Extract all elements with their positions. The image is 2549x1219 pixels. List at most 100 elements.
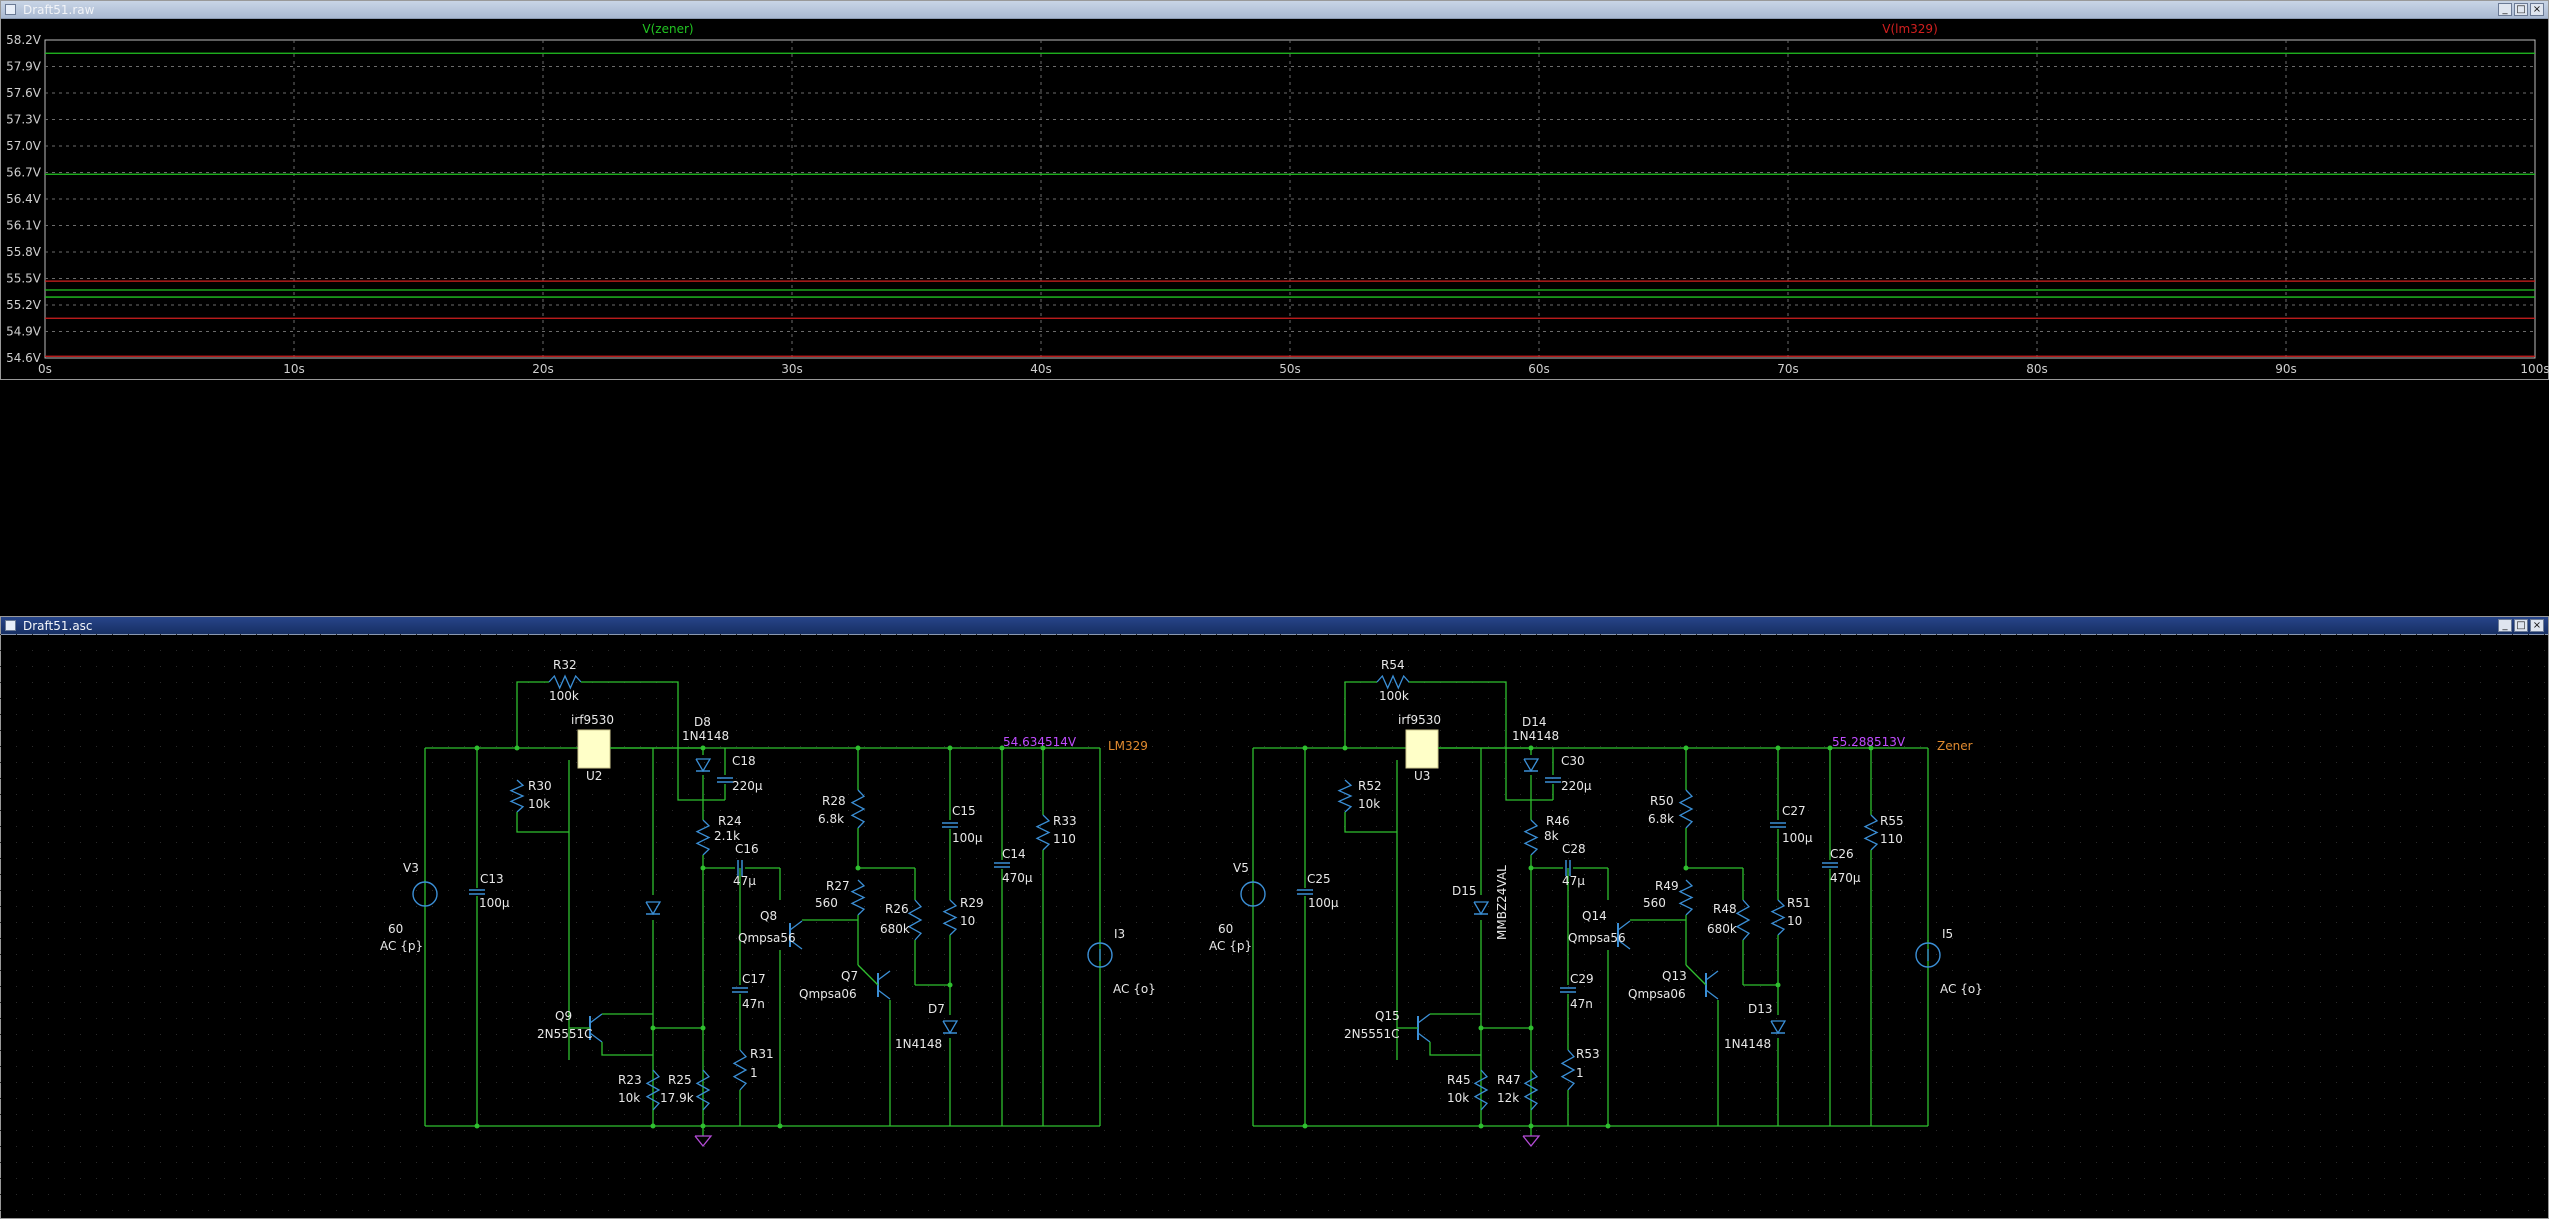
junction xyxy=(474,745,480,751)
y-tick-label: 57.3V xyxy=(6,113,42,127)
component-label: 47n xyxy=(1570,997,1593,1011)
transistor-symbol xyxy=(1617,920,1631,931)
component-label: R31 xyxy=(750,1047,774,1061)
junction xyxy=(474,1123,480,1129)
y-tick-label: 57.0V xyxy=(6,139,42,153)
component-label: 6.8k xyxy=(1648,812,1674,826)
junction xyxy=(999,745,1005,751)
close-button[interactable]: × xyxy=(2530,3,2544,16)
resistor-symbol xyxy=(1678,879,1694,916)
component-label: 470µ xyxy=(1002,871,1033,885)
component-label: R50 xyxy=(1650,794,1674,808)
legend-Vlm329: V(lm329) xyxy=(1882,22,1938,36)
component-label: AC {o} xyxy=(1940,982,1983,996)
component-label: Q9 xyxy=(555,1009,572,1023)
maximize-button[interactable]: □ xyxy=(2514,3,2528,16)
component-label: 10 xyxy=(960,914,975,928)
junction xyxy=(1478,1025,1484,1031)
wire xyxy=(1344,681,1377,748)
schematic-titlebar[interactable]: Draft51.asc _ □ × xyxy=(1,617,2548,635)
resistor-symbol xyxy=(1376,674,1410,690)
net-name-label: Zener xyxy=(1937,739,1973,753)
component-label: R51 xyxy=(1787,896,1811,910)
transistor-symbol xyxy=(1705,970,1719,981)
component-label: R49 xyxy=(1655,879,1679,893)
ic-package xyxy=(577,729,611,769)
y-tick-label: 58.2V xyxy=(6,33,42,47)
diode-symbol xyxy=(1473,901,1490,916)
component-label: U2 xyxy=(586,769,602,783)
x-tick-label: 70s xyxy=(1777,362,1799,376)
resistor-symbol xyxy=(850,879,866,916)
y-tick-label: 55.8V xyxy=(6,245,42,259)
junction xyxy=(1342,745,1348,751)
waveform-titlebar[interactable]: Draft51.raw _ □ × xyxy=(1,1,2548,19)
component-label: 12k xyxy=(1497,1091,1519,1105)
junction xyxy=(1478,1123,1484,1129)
ground-symbol xyxy=(1522,1135,1541,1148)
component-label: R45 xyxy=(1447,1073,1471,1087)
junction xyxy=(1302,745,1308,751)
minimize-button[interactable]: _ xyxy=(2498,3,2512,16)
component-label: Q15 xyxy=(1375,1009,1400,1023)
component-label: 2N5551C xyxy=(1344,1027,1400,1041)
component-label: Qmpsa06 xyxy=(1628,987,1686,1001)
component-label: AC {p} xyxy=(1209,939,1252,953)
component-label: R27 xyxy=(826,879,850,893)
close-button[interactable]: × xyxy=(2530,619,2544,632)
x-tick-label: 50s xyxy=(1279,362,1301,376)
junction xyxy=(1528,745,1534,751)
component-label: V3 xyxy=(403,861,419,875)
x-tick-label: 100s xyxy=(2520,362,2549,376)
component-label: 560 xyxy=(1643,896,1666,910)
component-label: 10k xyxy=(1358,797,1380,811)
junction xyxy=(700,865,706,871)
component-label: 17.9k xyxy=(660,1091,694,1105)
component-label: R53 xyxy=(1576,1047,1600,1061)
component-label: 47n xyxy=(742,997,765,1011)
junction xyxy=(700,1123,706,1129)
component-label: R55 xyxy=(1880,814,1904,828)
maximize-button[interactable]: □ xyxy=(2514,619,2528,632)
voltage-source-symbol xyxy=(1240,881,1266,907)
junction xyxy=(947,982,953,988)
component-label: Qmpsa06 xyxy=(799,987,857,1001)
component-label: I5 xyxy=(1942,927,1953,941)
diode-symbol xyxy=(942,1020,959,1035)
component-label: 680k xyxy=(1707,922,1737,936)
wire xyxy=(516,812,569,833)
junction xyxy=(947,745,953,751)
x-tick-label: 30s xyxy=(781,362,803,376)
component-label: 100µ xyxy=(1782,831,1813,845)
junction xyxy=(650,1123,656,1129)
junction xyxy=(1775,982,1781,988)
wire xyxy=(1429,1042,1481,1056)
resistor-symbol xyxy=(695,1069,711,1111)
component-label: 6.8k xyxy=(818,812,844,826)
transistor-symbol xyxy=(877,970,891,981)
wire xyxy=(601,1042,653,1056)
component-label: irf9530 xyxy=(1398,713,1441,727)
junction xyxy=(1528,1025,1534,1031)
x-tick-label: 40s xyxy=(1030,362,1052,376)
minimize-button[interactable]: _ xyxy=(2498,619,2512,632)
component-label: 2N5551C xyxy=(537,1027,593,1041)
resistor-symbol xyxy=(645,1069,661,1111)
component-label: 470µ xyxy=(1830,871,1861,885)
component-label: C14 xyxy=(1002,847,1026,861)
net-voltage-label: 54.634514V xyxy=(1003,735,1077,749)
resistor-symbol xyxy=(850,789,866,829)
component-label: R54 xyxy=(1381,658,1405,672)
diode-symbol xyxy=(1770,1020,1787,1035)
component-label: Qmpsa56 xyxy=(1568,931,1626,945)
current-source-symbol xyxy=(1915,942,1941,968)
junction xyxy=(1683,865,1689,871)
component-label: 100k xyxy=(1379,689,1409,703)
component-label: 680k xyxy=(880,922,910,936)
junction xyxy=(1528,1123,1534,1129)
component-label: Qmpsa56 xyxy=(738,931,796,945)
junction xyxy=(700,1025,706,1031)
transistor-symbol xyxy=(877,989,891,1000)
